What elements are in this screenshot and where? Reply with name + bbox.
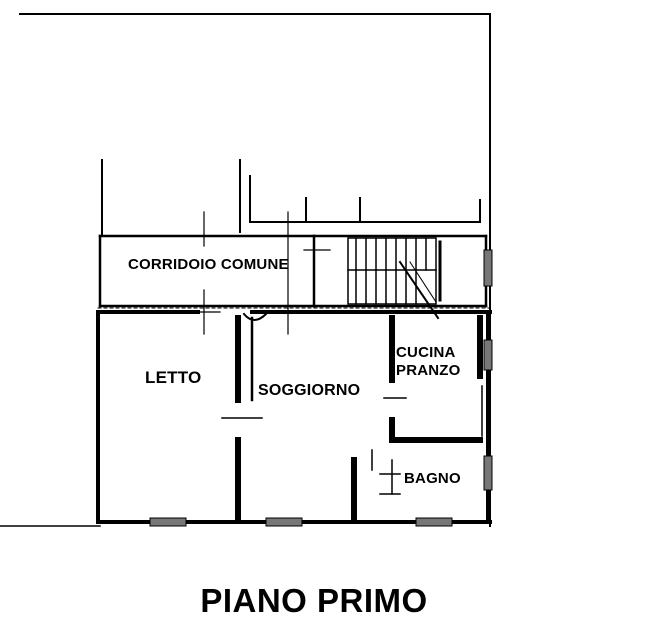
- room-label-cucina-pranzo: CUCINA PRANZO: [396, 344, 461, 380]
- plan-title: PIANO PRIMO: [200, 582, 428, 619]
- staircase: [347, 237, 442, 320]
- room-label-cucina-line2: PRANZO: [396, 362, 461, 379]
- interior-walls: [235, 315, 483, 523]
- right-windows: [483, 339, 493, 491]
- room-label-cucina-line1: CUCINA: [396, 344, 456, 361]
- bottom-windows: [149, 517, 453, 527]
- room-label-bagno: BAGNO: [404, 470, 461, 487]
- interior-details: [221, 316, 483, 495]
- corridor-window: [483, 249, 493, 287]
- room-label-letto: LETTO: [145, 368, 202, 387]
- entrance-door: [242, 312, 268, 321]
- room-label-soggiorno: SOGGIORNO: [258, 382, 361, 399]
- room-label-corridoio: CORRIDOIO COMUNE: [128, 256, 289, 273]
- upper-units-walls: [101, 159, 481, 237]
- section-marks: [187, 211, 331, 335]
